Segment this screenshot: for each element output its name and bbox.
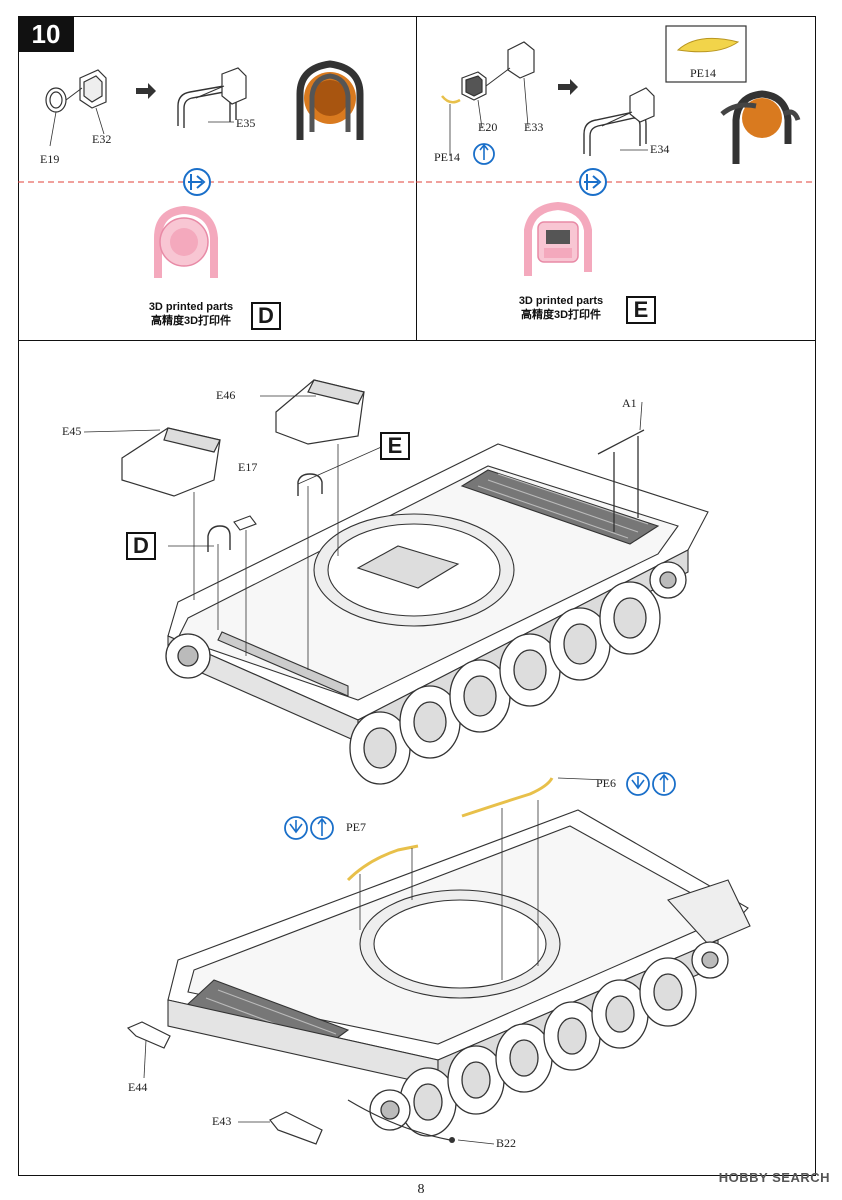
pink-part-d xyxy=(154,205,218,278)
part-b22 xyxy=(347,1099,451,1141)
label-pe7: PE7 xyxy=(346,820,367,834)
main-assembly-drawing xyxy=(83,379,751,1145)
part-pe7 xyxy=(346,844,419,882)
hull-top-view xyxy=(167,443,709,743)
step-number-badge: 10 xyxy=(18,16,74,52)
pink-part-e xyxy=(524,201,592,276)
bend-down-icon xyxy=(626,772,650,796)
label-e34: E34 xyxy=(650,142,670,156)
part-e44 xyxy=(126,1021,171,1049)
part-e33 xyxy=(507,41,535,79)
part-d-assembled xyxy=(296,60,364,140)
label-e17: E17 xyxy=(238,460,258,474)
label-e19: E19 xyxy=(40,152,60,166)
letter-box-d: D xyxy=(251,302,281,330)
substep-d-drawing xyxy=(18,60,418,278)
callout-e: E xyxy=(380,432,410,460)
caption-cn-e: 高精度3D打印件 xyxy=(520,309,602,321)
part-e17 xyxy=(233,515,257,531)
label-e44: E44 xyxy=(128,1080,148,1094)
part-e20 xyxy=(461,71,487,101)
part-e45 xyxy=(121,427,221,497)
hull-bottom-view xyxy=(167,809,751,1087)
part-pe14-small xyxy=(441,95,461,104)
letter-box-e: E xyxy=(626,296,656,324)
label-pe6: PE6 xyxy=(596,776,617,790)
part-e32 xyxy=(79,69,107,109)
label-e35: E35 xyxy=(236,116,256,130)
substep-d-caption: 3D printed parts 高精度3D打印件 xyxy=(126,300,256,328)
label-pe14-box: PE14 xyxy=(690,66,717,80)
label-e46: E46 xyxy=(216,388,236,402)
part-e46 xyxy=(275,379,365,445)
part-e19 xyxy=(45,87,67,113)
arrow-right-icon xyxy=(558,79,578,95)
caption-cn-d: 高精度3D打印件 xyxy=(150,315,232,327)
label-e45: E45 xyxy=(62,424,82,438)
bend-up-icon xyxy=(652,772,676,796)
substep-e-drawing xyxy=(416,25,816,276)
view-change-icon xyxy=(579,168,607,196)
label-e43: E43 xyxy=(212,1114,232,1128)
label-pe14-left: PE14 xyxy=(434,150,461,164)
callout-d: D xyxy=(126,532,156,560)
part-a1 xyxy=(597,429,645,532)
page-number: 8 xyxy=(417,1182,425,1197)
part-pe6 xyxy=(461,777,554,818)
label-e33: E33 xyxy=(524,120,544,134)
caption-en-e: 3D printed parts xyxy=(518,295,604,307)
label-e32: E32 xyxy=(92,132,112,146)
label-b22: B22 xyxy=(496,1136,517,1150)
label-e20: E20 xyxy=(478,120,498,134)
bend-down-icon xyxy=(284,816,308,840)
caption-en-d: 3D printed parts xyxy=(148,301,234,313)
pe14-inset-box xyxy=(665,25,747,83)
bend-up-icon xyxy=(310,816,334,840)
view-change-icon xyxy=(183,168,211,196)
bend-up-icon xyxy=(473,143,495,165)
substep-e-caption: 3D printed parts 高精度3D打印件 xyxy=(496,294,626,322)
part-e-assembled xyxy=(720,90,801,164)
part-e43 xyxy=(269,1111,323,1145)
substep-e-panel xyxy=(416,16,816,342)
road-wheels-lower xyxy=(369,941,729,1137)
watermark: HOBBY SEARCH xyxy=(718,1170,830,1185)
arrow-right-icon xyxy=(136,83,156,99)
road-wheels-upper xyxy=(165,561,687,785)
label-a1: A1 xyxy=(622,396,637,410)
